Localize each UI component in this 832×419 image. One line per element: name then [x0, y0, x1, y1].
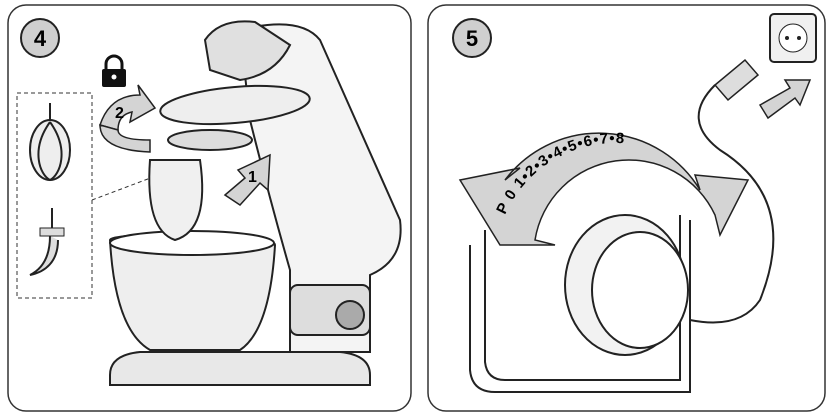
- arrow-label-1: 1: [248, 169, 257, 186]
- stand-mixer: [108, 20, 402, 386]
- dough-hook-icon: [29, 208, 65, 276]
- step-4-panel: 4: [7, 4, 412, 412]
- insert-arrow: [758, 79, 812, 120]
- accessories-box: [16, 92, 186, 299]
- step-number: 4: [34, 26, 47, 51]
- rotate-arrow-2: 2: [99, 84, 157, 153]
- whisk-icon: [29, 103, 71, 182]
- lift-arrow-1: 1: [223, 153, 271, 206]
- step-5-panel: 5 P 0 1•2•3•4•5•6•7•8: [427, 4, 826, 412]
- lock-icon: [102, 54, 126, 87]
- step-number: 5: [466, 26, 478, 51]
- wall-socket-icon: [769, 13, 817, 63]
- step-5-badge: 5: [452, 18, 492, 58]
- arrow-label-2: 2: [115, 105, 124, 122]
- mixer-base-front: [469, 214, 691, 393]
- step-4-badge: 4: [20, 18, 60, 58]
- power-plug-icon: [689, 58, 775, 324]
